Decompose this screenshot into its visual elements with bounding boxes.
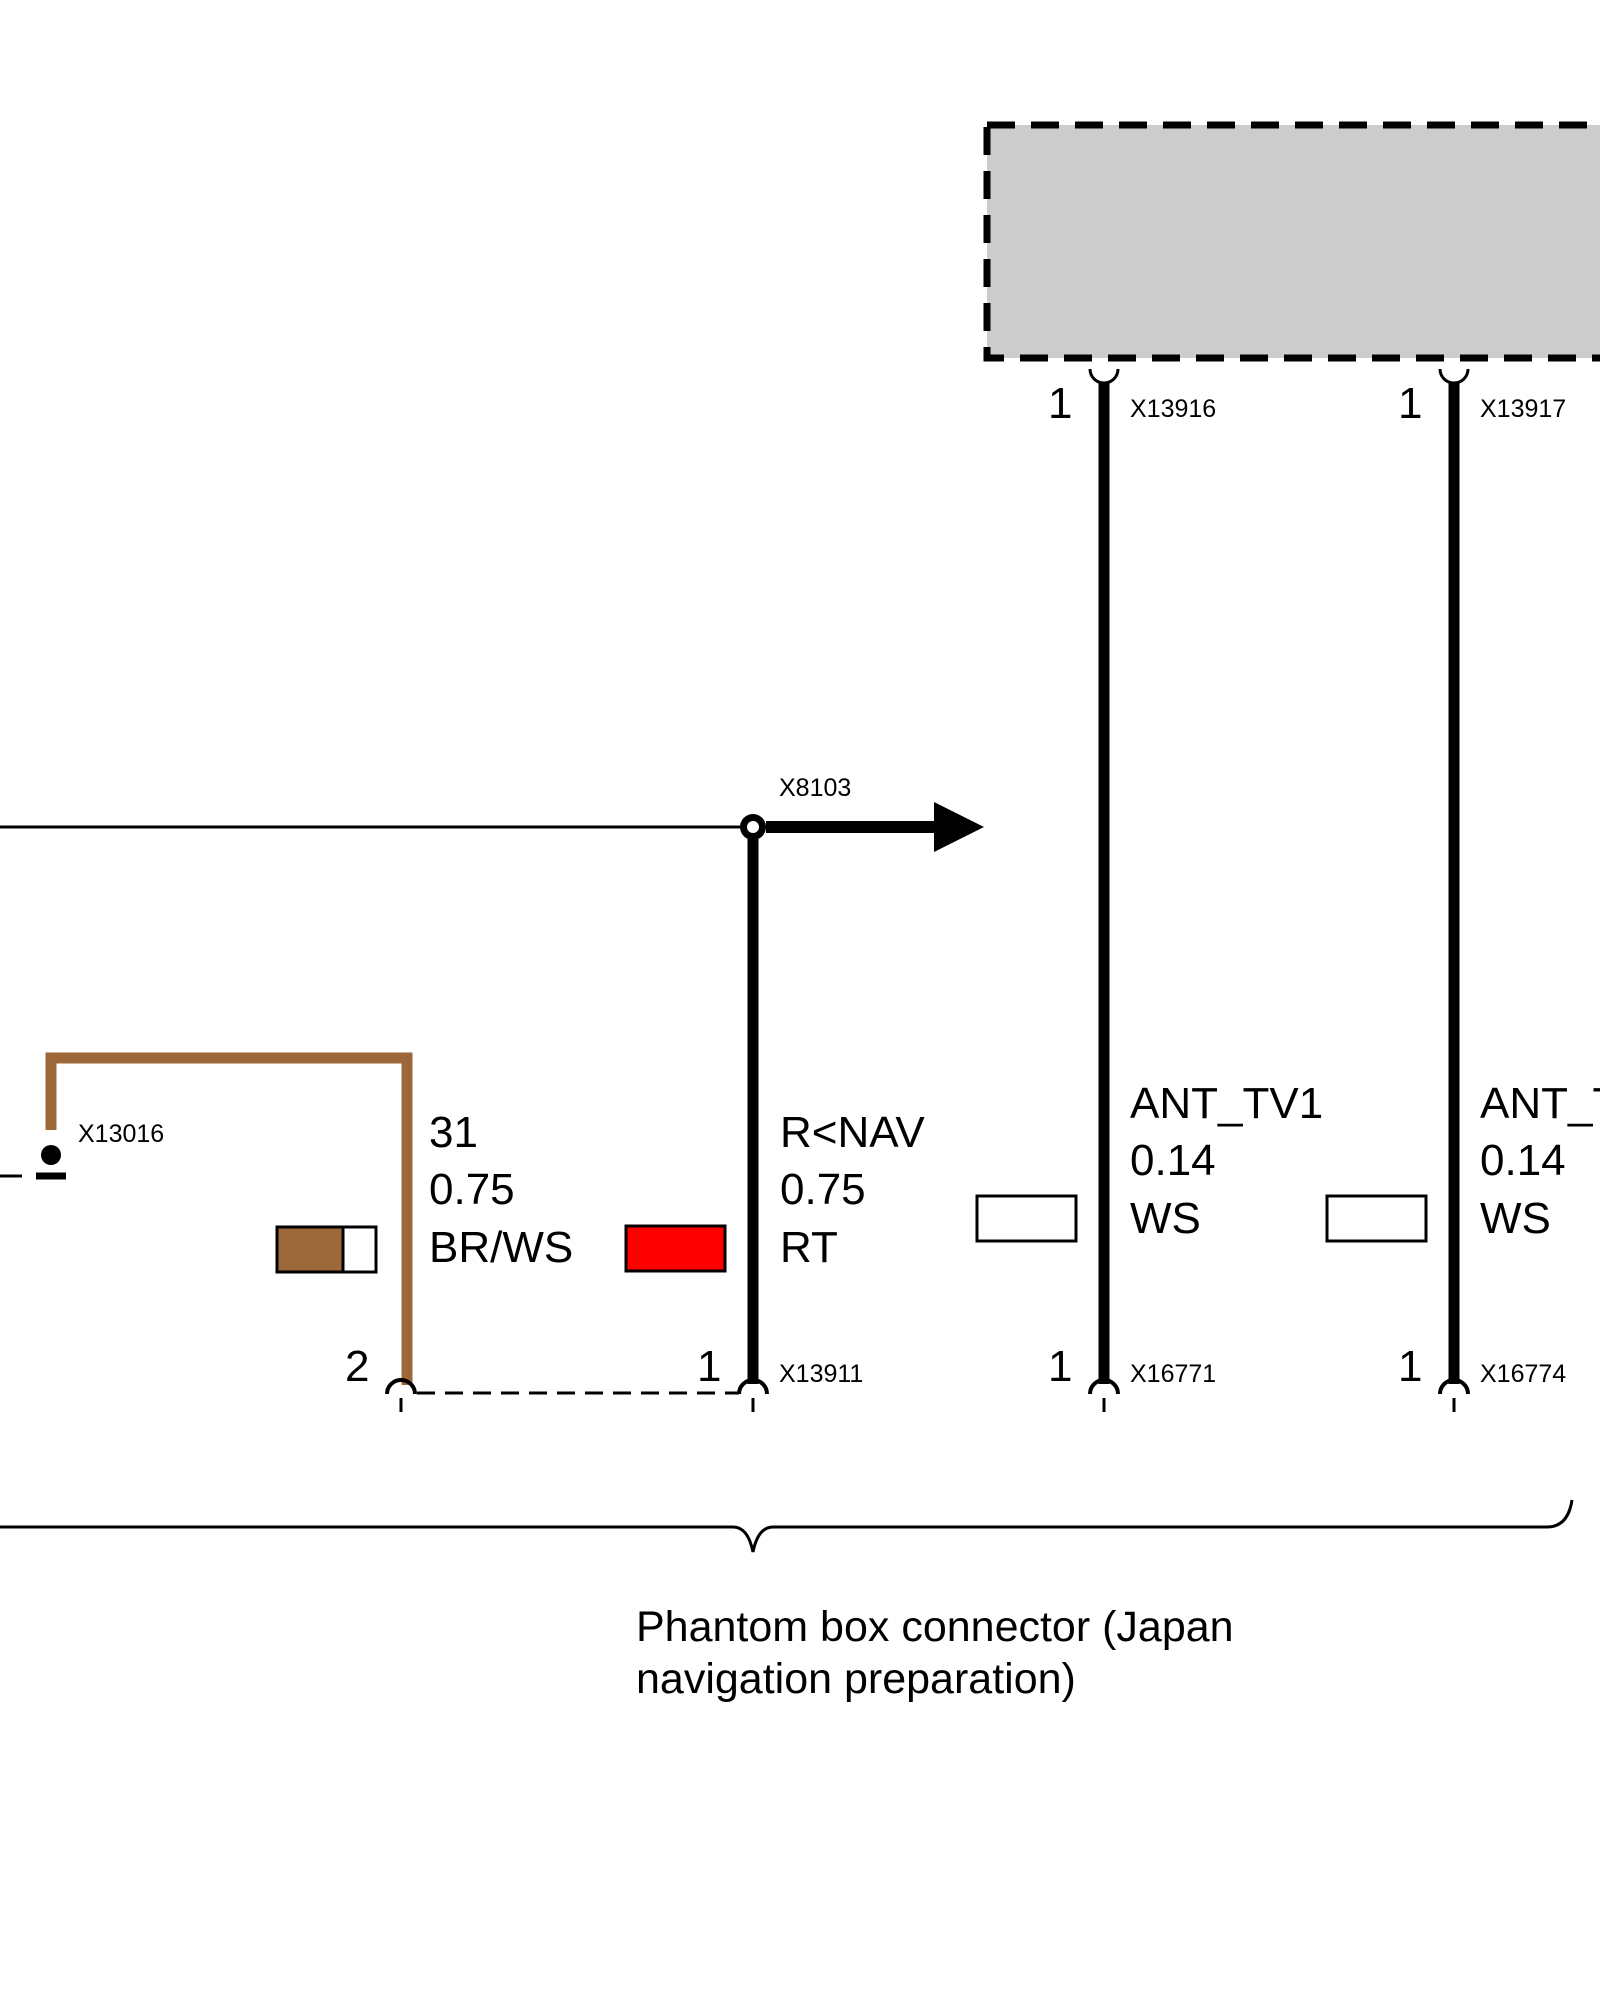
swatch-ws-1 [975,1194,1078,1243]
bottom-pin-x16774: 1 [1398,1342,1422,1391]
connector-x13917-cup [1438,368,1470,385]
bottom-pin-x16771: 1 [1048,1342,1072,1391]
swatch-ws-2 [1325,1194,1428,1243]
splice-x8103-dot-inner [747,821,759,833]
swatch-br-ws-white [341,1225,378,1274]
wire-ant-tv1-color: WS [1130,1194,1201,1243]
wire-ant-tv1-signal: ANT_TV1 [1130,1079,1323,1128]
wire-31-color: BR/WS [429,1223,573,1272]
connector-label-x13916: X13916 [1130,395,1216,423]
wire-r-nav-color: RT [780,1223,838,1272]
bottom-connector-x16771 [1088,1378,1120,1412]
pin-number-x13916: 1 [1048,379,1072,428]
curly-brace [0,1499,1574,1553]
connector-label-x16771: X16771 [1130,1360,1216,1388]
splice-arrow-head [934,802,984,852]
wire-ant-tv2-color: WS [1480,1194,1551,1243]
splice-label-x8103: X8103 [779,774,851,802]
swatch-br-ws-brown [275,1225,345,1274]
wire-31-brown [45,1052,413,1385]
wire-ant-tv1-gauge: 0.14 [1130,1136,1216,1185]
bottom-connector-pin-2 [385,1378,417,1412]
wire-ant-tv2-gauge: 0.14 [1480,1136,1566,1185]
module-box [983,121,1600,362]
bottom-pin-x13911: 1 [697,1342,721,1391]
swatch-rt-red [624,1224,727,1273]
ground-point-x13016-dot [41,1145,61,1165]
caption-line-1: Phantom box connector (Japan [636,1603,1234,1651]
caption-line-2: navigation preparation) [636,1655,1076,1703]
connector-label-x16774: X16774 [1480,1360,1566,1388]
ground-label-x13016: X13016 [78,1120,164,1148]
bottom-connector-x13911 [737,1378,769,1412]
connector-label-x13911: X13911 [779,1360,863,1388]
wire-31-signal: 31 [429,1108,478,1157]
connector-label-x13917: X13917 [1480,395,1566,423]
connector-x13916-cup [1088,368,1120,385]
bottom-connector-x16774 [1438,1378,1470,1412]
wire-31-gauge: 0.75 [429,1165,515,1214]
wire-r-nav-gauge: 0.75 [780,1165,866,1214]
pin-number-x13917: 1 [1398,379,1422,428]
bottom-pin-2: 2 [345,1342,369,1391]
wire-ant-tv2-signal: ANT_T [1480,1079,1600,1128]
wire-r-nav-signal: R<NAV [780,1108,925,1157]
